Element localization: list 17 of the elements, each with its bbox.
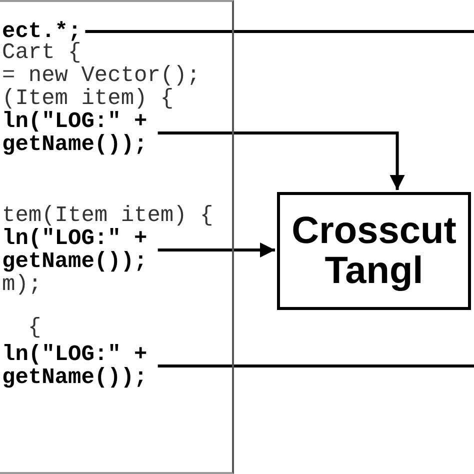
code-line: m); <box>2 273 42 296</box>
code-line: Cart { <box>2 41 82 64</box>
process-box <box>277 192 471 310</box>
code-snippet: ln("LOG:" + getName()); <box>2 110 154 156</box>
code-panel <box>0 0 234 474</box>
arrow <box>158 132 405 190</box>
code-line: tem(Item item) { <box>2 204 214 227</box>
code-line: (Item item) { <box>2 87 174 110</box>
code-snippet: ln("LOG:" + getName()); <box>2 227 154 273</box>
connector-line <box>158 364 474 368</box>
connector-line <box>85 30 474 33</box>
code-line: { <box>28 316 42 339</box>
code-snippet: ln("LOG:" + getName()); <box>2 343 154 389</box>
code-snippet: ect.*; <box>2 20 82 43</box>
code-line: = new Vector(); <box>2 64 200 87</box>
box-title: Crosscut Tangl <box>290 211 458 291</box>
arrow <box>158 242 275 258</box>
